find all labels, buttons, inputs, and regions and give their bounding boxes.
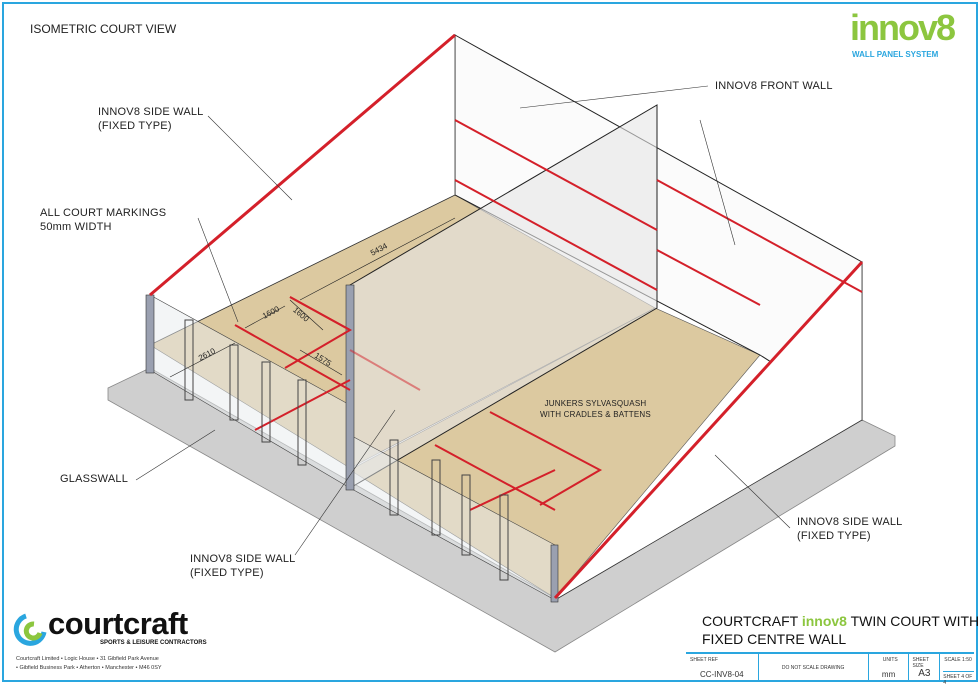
title-brand: innov8	[801, 613, 847, 629]
right-post	[550, 544, 559, 603]
sheet-ref-label: SHEET REF	[690, 657, 718, 663]
label-line: (FIXED TYPE)	[190, 567, 264, 579]
label-line: INNOV8 SIDE WALL	[190, 553, 296, 565]
scale-cell: SCALE 1:50 SHEET 4 OF 4	[940, 654, 975, 686]
sheet-ref: CC-INV8-04	[699, 670, 744, 679]
scale: SCALE 1:50	[944, 657, 972, 663]
left-post	[145, 294, 155, 374]
innov8-logo: innov8	[850, 7, 956, 48]
note: DO NOT SCALE DRAWING	[781, 665, 845, 671]
title-post: TWIN COURT WITH	[850, 613, 980, 629]
courtcraft-tagline: SPORTS & LEISURE CONTRACTORS	[100, 640, 207, 646]
address-line-2: • Gibfield Business Park • Atherton • Ma…	[16, 665, 162, 671]
label-line: JUNKERS SYLVASQUASH	[544, 399, 647, 408]
label-side-wall-top: INNOV8 SIDE WALL (FIXED TYPE)	[98, 105, 204, 133]
sheet-size-cell: SHEET SIZE A3	[909, 654, 941, 682]
title-block: SHEET REF CC-INV8-04 DO NOT SCALE DRAWIN…	[686, 652, 975, 686]
label-side-wall-right: INNOV8 SIDE WALL (FIXED TYPE)	[797, 515, 903, 543]
leader-lines	[135, 85, 791, 556]
title-line-1: COURTCRAFT innov8 TWIN COURT WITH	[702, 612, 979, 630]
glass-door-frames	[184, 319, 509, 581]
label-floor: JUNKERS SYLVASQUASH WITH CRADLES & BATTE…	[540, 398, 651, 420]
court-markings	[234, 119, 863, 511]
label-front-wall: INNOV8 FRONT WALL	[715, 80, 833, 92]
label-line: 50mm WIDTH	[40, 221, 112, 233]
courtcraft-logo: courtcraft	[48, 606, 188, 641]
address-line-1: Courtcraft Limited • Logic House • 31 Gi…	[16, 656, 159, 662]
units-cell: UNITS mm	[869, 654, 910, 682]
label-glasswall: GLASSWALL	[60, 473, 129, 485]
sheet-size: A3	[918, 668, 931, 679]
label-line: (FIXED TYPE)	[797, 530, 871, 542]
label-line: INNOV8 SIDE WALL	[797, 516, 903, 528]
units-label: UNITS	[882, 657, 898, 663]
view-title: ISOMETRIC COURT VIEW	[30, 22, 177, 36]
label-line: (FIXED TYPE)	[98, 120, 172, 132]
dimension-lines	[169, 217, 456, 378]
label-court-markings: ALL COURT MARKINGS 50mm WIDTH	[40, 206, 166, 234]
label-line: INNOV8 SIDE WALL	[98, 106, 204, 118]
title-line-2: FIXED CENTRE WALL	[702, 631, 847, 647]
red-wall-top-lines	[149, 33, 864, 600]
drawing-title: COURTCRAFT innov8 TWIN COURT WITH FIXED …	[702, 612, 979, 648]
note-cell: DO NOT SCALE DRAWING	[759, 654, 869, 682]
innov8-tagline: WALL PANEL SYSTEM	[852, 50, 939, 59]
title-pre: COURTCRAFT	[702, 613, 798, 629]
label-line: ALL COURT MARKINGS	[40, 207, 167, 219]
label-side-wall-bottom: INNOV8 SIDE WALL (FIXED TYPE)	[190, 552, 296, 580]
sheet-number: SHEET 4 OF 4	[943, 671, 975, 686]
units: mm	[881, 670, 896, 679]
courtcraft-logo-mark	[13, 613, 47, 646]
sheet-size-label: SHEET SIZE	[912, 657, 930, 669]
sheet-ref-cell: SHEET REF CC-INV8-04	[686, 654, 759, 682]
label-line: WITH CRADLES & BATTENS	[540, 410, 651, 419]
